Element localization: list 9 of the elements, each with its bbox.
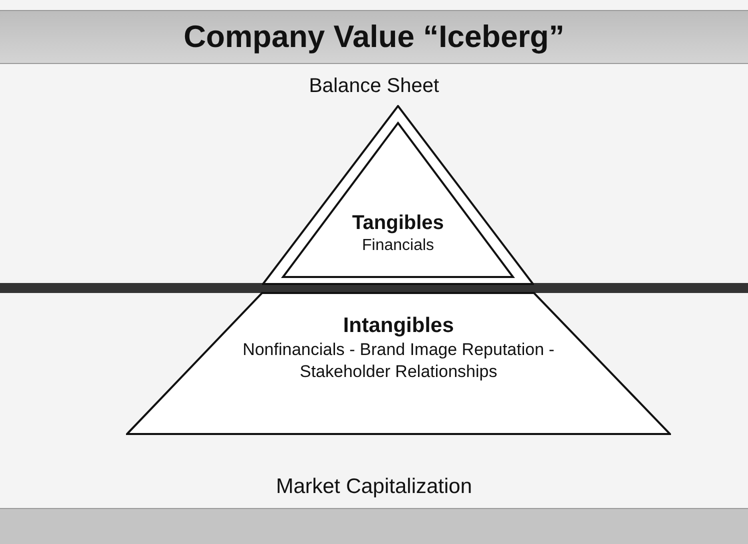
body-text: Nonfinancials - Brand Image Reputation - Stakeholder Relationships [242,339,556,384]
body-text: Financials [360,236,436,256]
intangibles-trapezoid [126,292,671,436]
caption: Balance Sheet [308,75,440,98]
caption: Market Capitalization [274,475,474,499]
tangibles-triangle [262,105,534,285]
title: Company Value “Iceberg” [184,19,564,55]
heading: Intangibles [342,313,455,339]
heading: Tangibles [351,211,445,236]
